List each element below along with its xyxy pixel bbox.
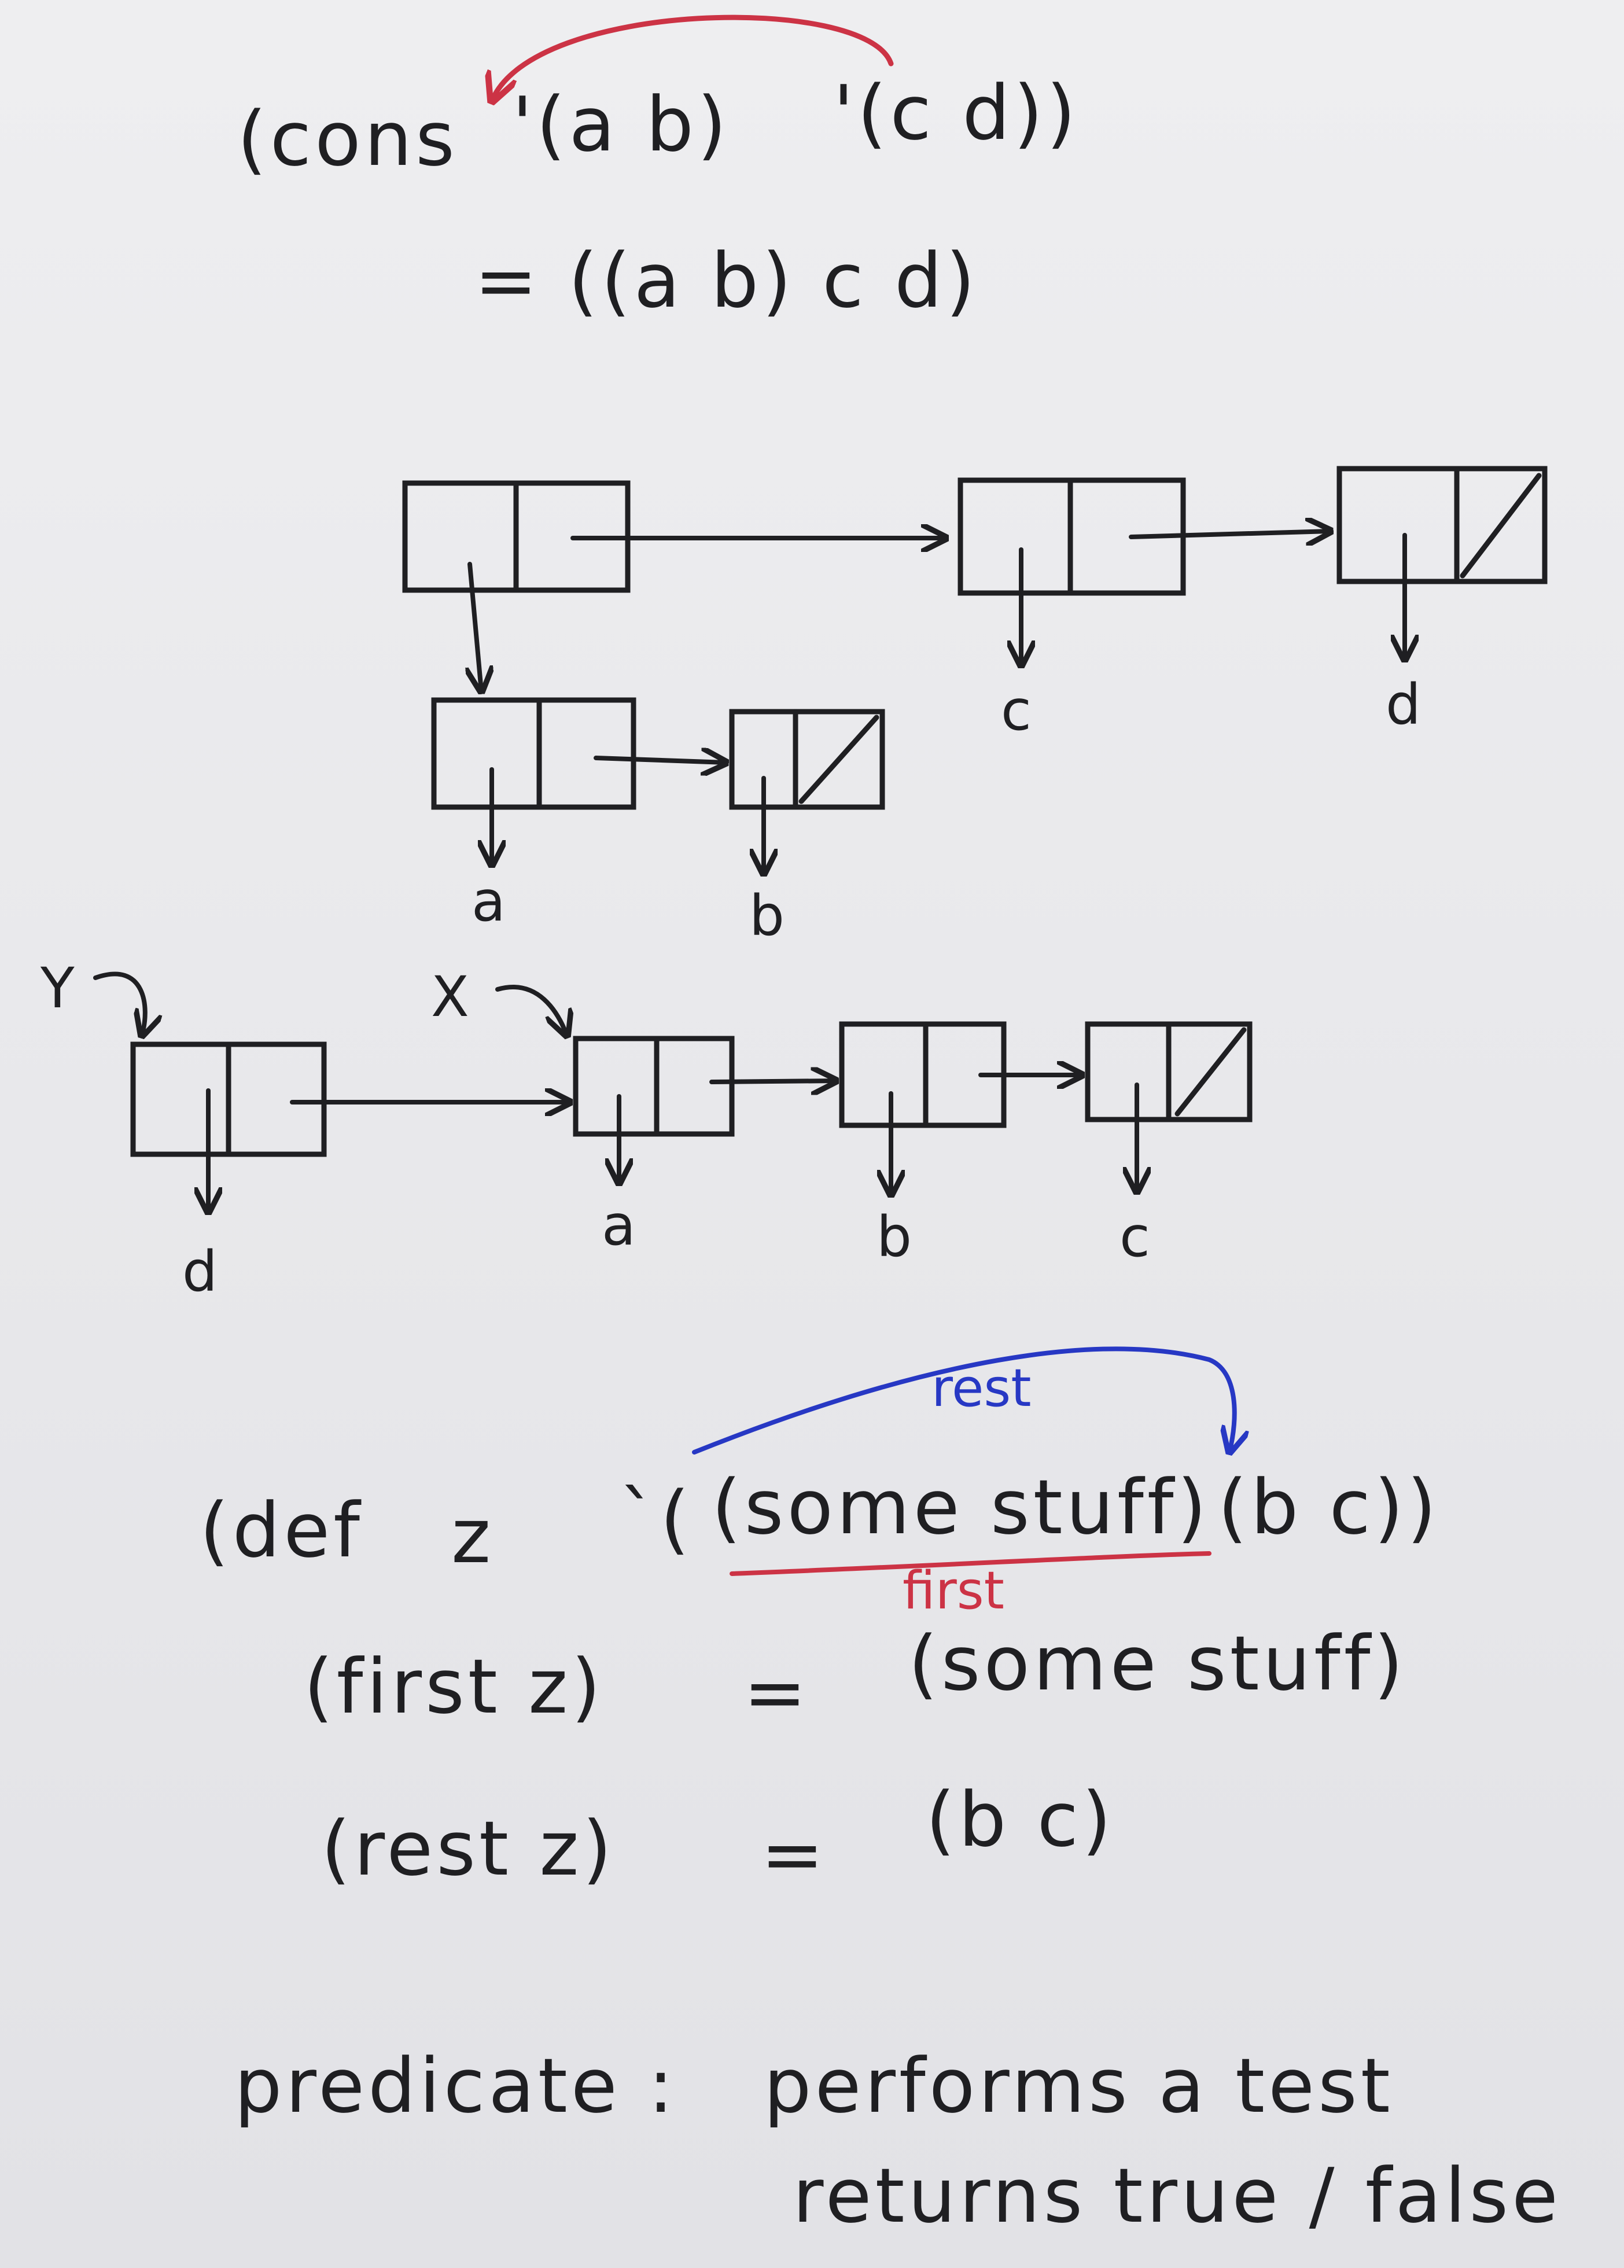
ptr-x1-x2	[709, 1081, 836, 1082]
ptr-2-3	[1129, 531, 1331, 537]
d2-label-c: c	[1120, 1205, 1150, 1269]
predicate-line1: performs a test	[764, 2042, 1394, 2130]
d1-label-a: a	[472, 869, 506, 934]
def-first-part: (some stuff)	[712, 1463, 1210, 1551]
cons-red-arrow	[492, 14, 894, 101]
y-pointer	[93, 971, 145, 1036]
ptr-4-5	[594, 758, 726, 763]
first-lhs: (first z)	[304, 1643, 605, 1731]
d1-label-b: b	[749, 883, 785, 948]
cons-cell-3	[1336, 466, 1548, 584]
rest-rhs: (b c)	[926, 1776, 1115, 1864]
rest-eq: =	[761, 1810, 827, 1898]
cons-arg2: '(c d))	[833, 69, 1080, 157]
cons-open: (cons	[237, 95, 458, 183]
def-name: z	[451, 1492, 495, 1580]
d2-label-d: d	[182, 1239, 218, 1304]
def-quote: `(	[619, 1475, 693, 1563]
predicate-line2: returns true / false	[793, 2152, 1562, 2240]
cons-cell-x3	[1085, 1021, 1253, 1122]
first-rhs: (some stuff)	[908, 1619, 1407, 1707]
predicate-term: predicate :	[234, 2042, 677, 2130]
x-pointer	[495, 985, 567, 1036]
rest-blue-arrow	[692, 1346, 1235, 1452]
first-eq: =	[743, 1648, 810, 1736]
cons-result: = ((a b) c d)	[474, 237, 979, 325]
d2-label-a: a	[602, 1193, 636, 1258]
def-keyword: (def	[200, 1486, 363, 1574]
cons-arg1: '(a b)	[512, 80, 730, 168]
d2-label-x: X	[431, 964, 469, 1029]
cons-cell-5	[729, 709, 885, 810]
d2-label-y: Y	[40, 956, 75, 1021]
rest-lhs: (rest z)	[321, 1805, 616, 1893]
first-label: first	[903, 1560, 1004, 1621]
ptr-1-4	[470, 562, 481, 691]
d1-label-d: d	[1386, 672, 1421, 737]
d1-label-c: c	[1001, 678, 1032, 743]
cons-cell-4	[431, 697, 636, 810]
rest-label: rest	[931, 1358, 1032, 1419]
cons-cell-x1	[573, 1036, 735, 1137]
d2-label-b: b	[877, 1205, 912, 1269]
def-rest-part: (b c))	[1218, 1463, 1440, 1551]
first-red-underline	[730, 1551, 1211, 1576]
cons-cell-y	[130, 1041, 327, 1157]
